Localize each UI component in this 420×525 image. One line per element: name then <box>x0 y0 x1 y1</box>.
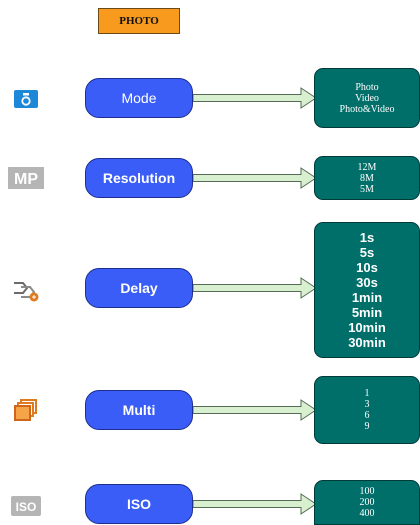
multi-options-box: 1 3 6 9 <box>314 376 420 444</box>
option-item: 1min <box>351 290 383 305</box>
svg-text:ISO: ISO <box>16 500 37 514</box>
option-item: Photo <box>355 81 379 93</box>
option-item: 5min <box>351 305 383 320</box>
option-item: 12M <box>357 161 377 173</box>
option-item: 30s <box>356 275 378 290</box>
option-item: 100 <box>359 486 375 497</box>
row-multi: Multi 1 3 6 9 <box>0 376 420 444</box>
page-title: PHOTO <box>98 8 180 34</box>
svg-text:MP: MP <box>14 171 38 188</box>
resolution-button[interactable]: Resolution <box>85 158 193 198</box>
delay-options-box: 1s 5s 10s 30s 1min 5min 10min 30min <box>314 222 420 358</box>
delay-arrow <box>193 277 317 299</box>
multi-button[interactable]: Multi <box>85 390 193 430</box>
iso-arrow <box>193 493 317 515</box>
option-item: 30min <box>348 335 386 350</box>
option-item: 3 <box>364 399 370 410</box>
option-item: 9 <box>364 421 370 432</box>
option-item: 5M <box>360 183 374 195</box>
row-mode: Mode Photo Video Photo&Video <box>0 68 420 128</box>
option-item: 1s <box>359 230 375 245</box>
option-item: 8M <box>360 172 374 184</box>
iso-options-box: 100 200 400 <box>314 480 420 525</box>
option-item: 5s <box>359 245 375 260</box>
mode-options-box: Photo Video Photo&Video <box>314 68 420 128</box>
iso-icon: ISO <box>6 493 46 519</box>
row-resolution: MP Resolution 12M 8M 5M <box>0 156 420 200</box>
multi-shot-icon <box>6 397 46 423</box>
option-item: 10s <box>356 260 378 275</box>
option-item: 200 <box>359 497 375 508</box>
option-item: 10min <box>348 320 386 335</box>
option-item: Photo&Video <box>339 103 395 115</box>
iso-button[interactable]: ISO <box>85 484 193 524</box>
delay-icon <box>6 278 46 304</box>
option-item: 1 <box>364 388 370 399</box>
camera-icon <box>6 86 46 112</box>
multi-arrow <box>193 399 317 421</box>
row-delay: Delay 1s 5s 10s 30s 1min 5min 10min 30mi… <box>0 222 420 358</box>
mp-icon: MP <box>6 165 46 191</box>
resolution-options-box: 12M 8M 5M <box>314 156 420 200</box>
option-item: 400 <box>359 508 375 519</box>
option-item: Video <box>355 92 379 104</box>
row-iso: ISO ISO 100 200 400 <box>0 476 420 525</box>
mode-arrow <box>193 87 317 109</box>
option-item: 6 <box>364 410 370 421</box>
resolution-arrow <box>193 167 317 189</box>
mode-button[interactable]: Mode <box>85 78 193 118</box>
delay-button[interactable]: Delay <box>85 268 193 308</box>
